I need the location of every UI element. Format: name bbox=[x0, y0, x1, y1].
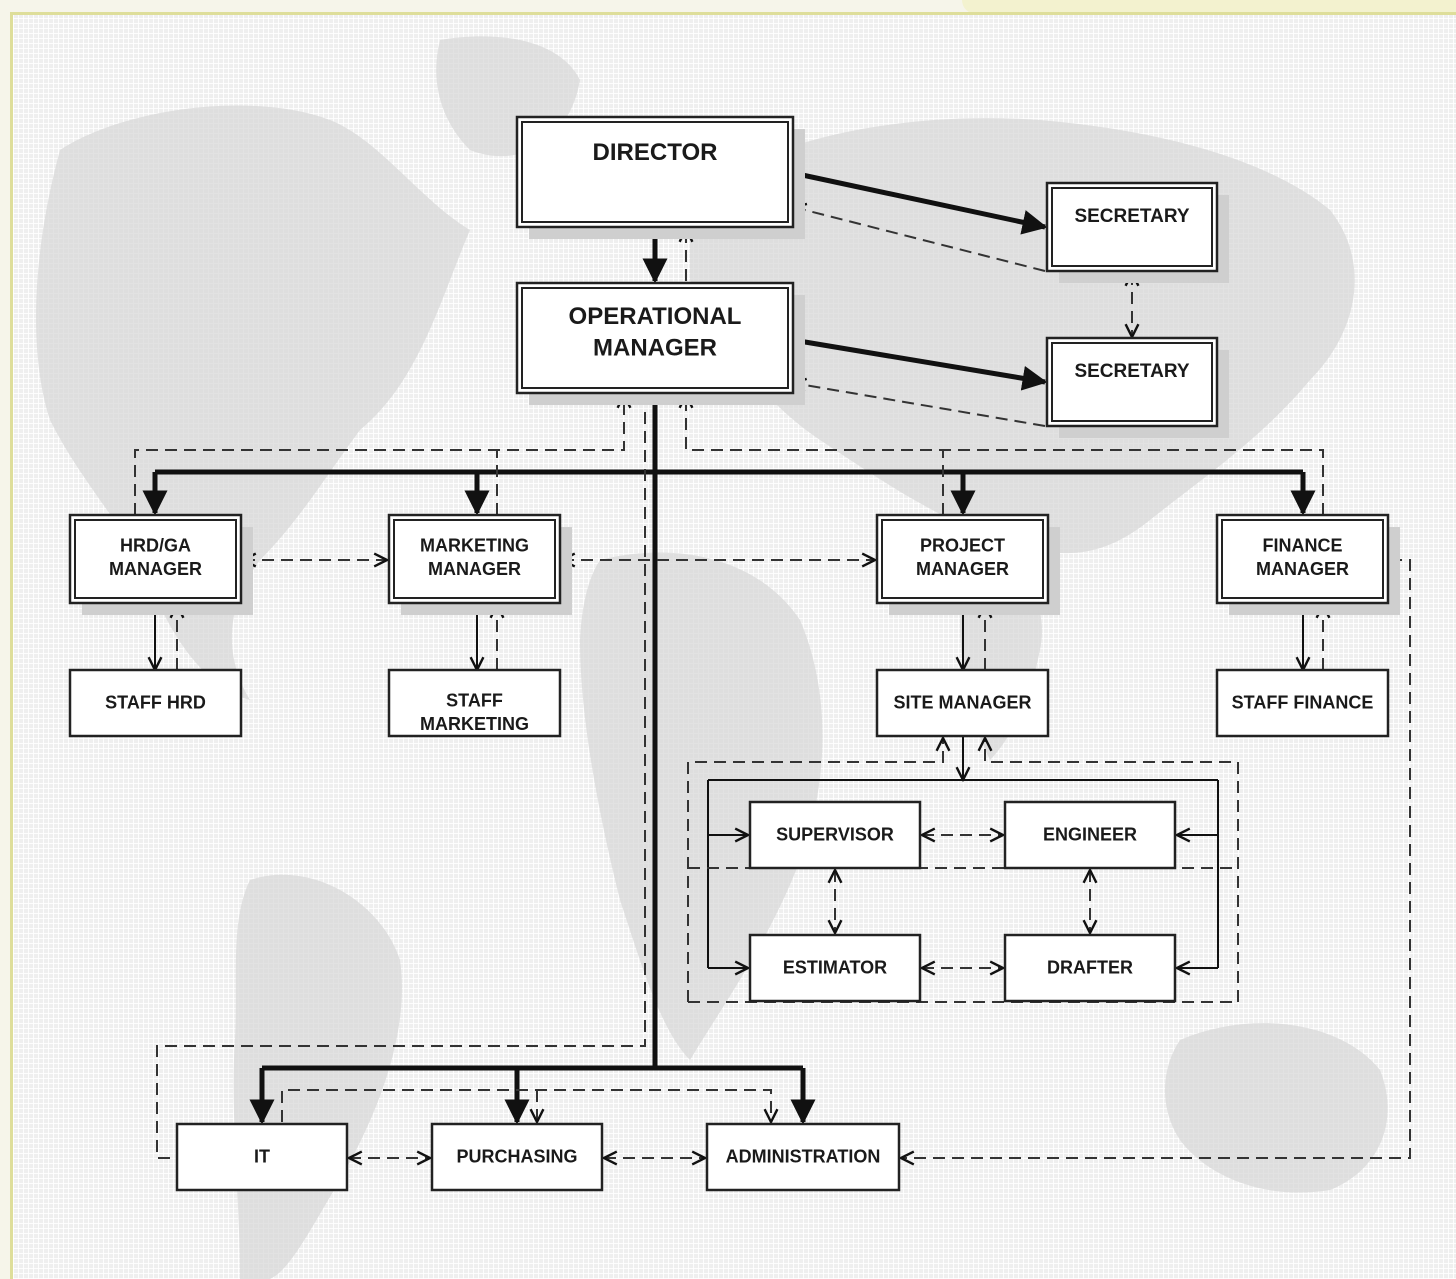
secretary-2-frame bbox=[1045, 336, 1219, 428]
director-frame bbox=[515, 115, 795, 229]
site-manager-frame bbox=[875, 668, 1050, 738]
edge-director-to-secretary-1 bbox=[792, 170, 1048, 235]
secretary-2-label-line: SECRETARY bbox=[1074, 361, 1189, 382]
staff-finance-frame bbox=[1215, 668, 1390, 738]
staff-finance-label-line: STAFF FINANCE bbox=[1232, 692, 1374, 712]
edge-secretary-2-to-operational-manager bbox=[793, 383, 1046, 427]
engineer-frame bbox=[1003, 800, 1177, 870]
finance-manager-frame bbox=[1215, 513, 1390, 605]
hrd-ga-manager-label-line: HRD/GA bbox=[120, 535, 191, 555]
operational-manager-label-line: OPERATIONAL bbox=[569, 303, 742, 330]
secretary-1-inner-frame bbox=[1051, 187, 1213, 267]
estimator-frame bbox=[748, 933, 922, 1003]
edge-secretary-1-to-director bbox=[793, 207, 1046, 272]
drafter-label-line: DRAFTER bbox=[1047, 957, 1133, 977]
edge-support-report-line bbox=[156, 393, 646, 1159]
marketing-manager-frame bbox=[387, 513, 562, 605]
drafter-box[interactable]: DRAFTER bbox=[1003, 933, 1177, 1003]
drafter-frame bbox=[1003, 933, 1177, 1003]
south-america-shape bbox=[233, 874, 402, 1279]
administration-label-line: ADMINISTRATION bbox=[726, 1146, 881, 1166]
site-manager-box[interactable]: SITE MANAGER bbox=[875, 668, 1050, 738]
operational-manager-box[interactable]: OPERATIONAL MANAGER bbox=[515, 281, 805, 405]
supervisor-label-line: SUPERVISOR bbox=[776, 824, 894, 844]
supervisor-box[interactable]: SUPERVISOR bbox=[748, 800, 922, 870]
staff-hrd-frame bbox=[68, 668, 243, 738]
project-manager-inner-frame bbox=[881, 519, 1044, 599]
australia-shape bbox=[1165, 1023, 1388, 1193]
it-label-line: IT bbox=[254, 1146, 270, 1166]
purchasing-label-line: PURCHASING bbox=[456, 1146, 577, 1166]
purchasing-box[interactable]: PURCHASING bbox=[430, 1122, 604, 1192]
project-manager-box[interactable]: PROJECT MANAGER bbox=[875, 513, 1060, 615]
project-manager-label-line: MANAGER bbox=[916, 559, 1009, 579]
edge-operational-manager-to-secretary-2 bbox=[792, 337, 1048, 391]
estimator-label-line: ESTIMATOR bbox=[783, 957, 887, 977]
secretary-2-inner-frame bbox=[1051, 342, 1213, 422]
edge-field-team-report-right bbox=[985, 738, 1239, 1002]
project-manager-label-line: PROJECT bbox=[920, 535, 1005, 555]
hrd-ga-manager-label-line: MANAGER bbox=[109, 559, 202, 579]
it-frame bbox=[175, 1122, 349, 1192]
director-box[interactable]: DIRECTOR bbox=[515, 115, 805, 239]
estimator-box[interactable]: ESTIMATOR bbox=[748, 933, 922, 1003]
marketing-manager-box[interactable]: MARKETING MANAGER bbox=[387, 513, 572, 615]
africa-shape bbox=[580, 552, 823, 1060]
operational-manager-inner-frame bbox=[521, 287, 789, 389]
marketing-manager-label-line: MARKETING bbox=[420, 535, 529, 555]
staff-hrd-label-line: STAFF HRD bbox=[105, 692, 206, 712]
it-box[interactable]: IT bbox=[175, 1122, 349, 1192]
edge-field-team-report-left bbox=[687, 738, 943, 1002]
finance-manager-box[interactable]: FINANCE MANAGER bbox=[1215, 513, 1400, 615]
director-inner-frame bbox=[521, 121, 789, 223]
edge-support-dashed-link bbox=[281, 1089, 771, 1122]
engineer-label-line: ENGINEER bbox=[1043, 824, 1137, 844]
staff-finance-box[interactable]: STAFF FINANCE bbox=[1215, 668, 1390, 738]
marketing-manager-label-line: MANAGER bbox=[428, 559, 521, 579]
administration-frame bbox=[705, 1122, 901, 1192]
staff-marketing-box[interactable]: STAFF MARKETING bbox=[387, 668, 562, 738]
marketing-manager-inner-frame bbox=[393, 519, 556, 599]
purchasing-frame bbox=[430, 1122, 604, 1192]
corner-tab bbox=[962, 0, 1456, 14]
operational-manager-label-line: MANAGER bbox=[593, 334, 717, 361]
finance-manager-label-line: FINANCE bbox=[1263, 535, 1343, 555]
staff-marketing-label-line: MARKETING bbox=[420, 714, 529, 734]
hrd-ga-manager-box[interactable]: HRD/GA MANAGER bbox=[68, 513, 253, 615]
engineer-box[interactable]: ENGINEER bbox=[1003, 800, 1177, 870]
edge-hrd-ga-manager-to-operational-manager bbox=[134, 395, 624, 515]
finance-manager-label-line: MANAGER bbox=[1256, 559, 1349, 579]
secretary-1-box[interactable]: SECRETARY bbox=[1045, 181, 1229, 283]
administration-box[interactable]: ADMINISTRATION bbox=[705, 1122, 901, 1192]
secretary-1-label-line: SECRETARY bbox=[1074, 206, 1189, 227]
staff-hrd-box[interactable]: STAFF HRD bbox=[68, 668, 243, 738]
staff-marketing-label-line: STAFF bbox=[446, 690, 503, 710]
edge-finance-manager-to-operational-manager bbox=[686, 395, 1324, 515]
project-manager-frame bbox=[875, 513, 1050, 605]
hrd-ga-manager-inner-frame bbox=[74, 519, 237, 599]
staff-marketing-frame bbox=[387, 668, 562, 738]
operational-manager-frame bbox=[515, 281, 795, 395]
site-manager-label-line: SITE MANAGER bbox=[893, 692, 1031, 712]
director-label-line: DIRECTOR bbox=[593, 139, 718, 166]
secretary-1-frame bbox=[1045, 181, 1219, 273]
secretary-2-box[interactable]: SECRETARY bbox=[1045, 336, 1229, 438]
hrd-ga-manager-frame bbox=[68, 513, 243, 605]
supervisor-frame bbox=[748, 800, 922, 870]
position-boxes: DIRECTOR SECRETARY OPERATIONAL MANAGER SECRE… bbox=[68, 115, 1400, 1192]
finance-manager-inner-frame bbox=[1221, 519, 1384, 599]
